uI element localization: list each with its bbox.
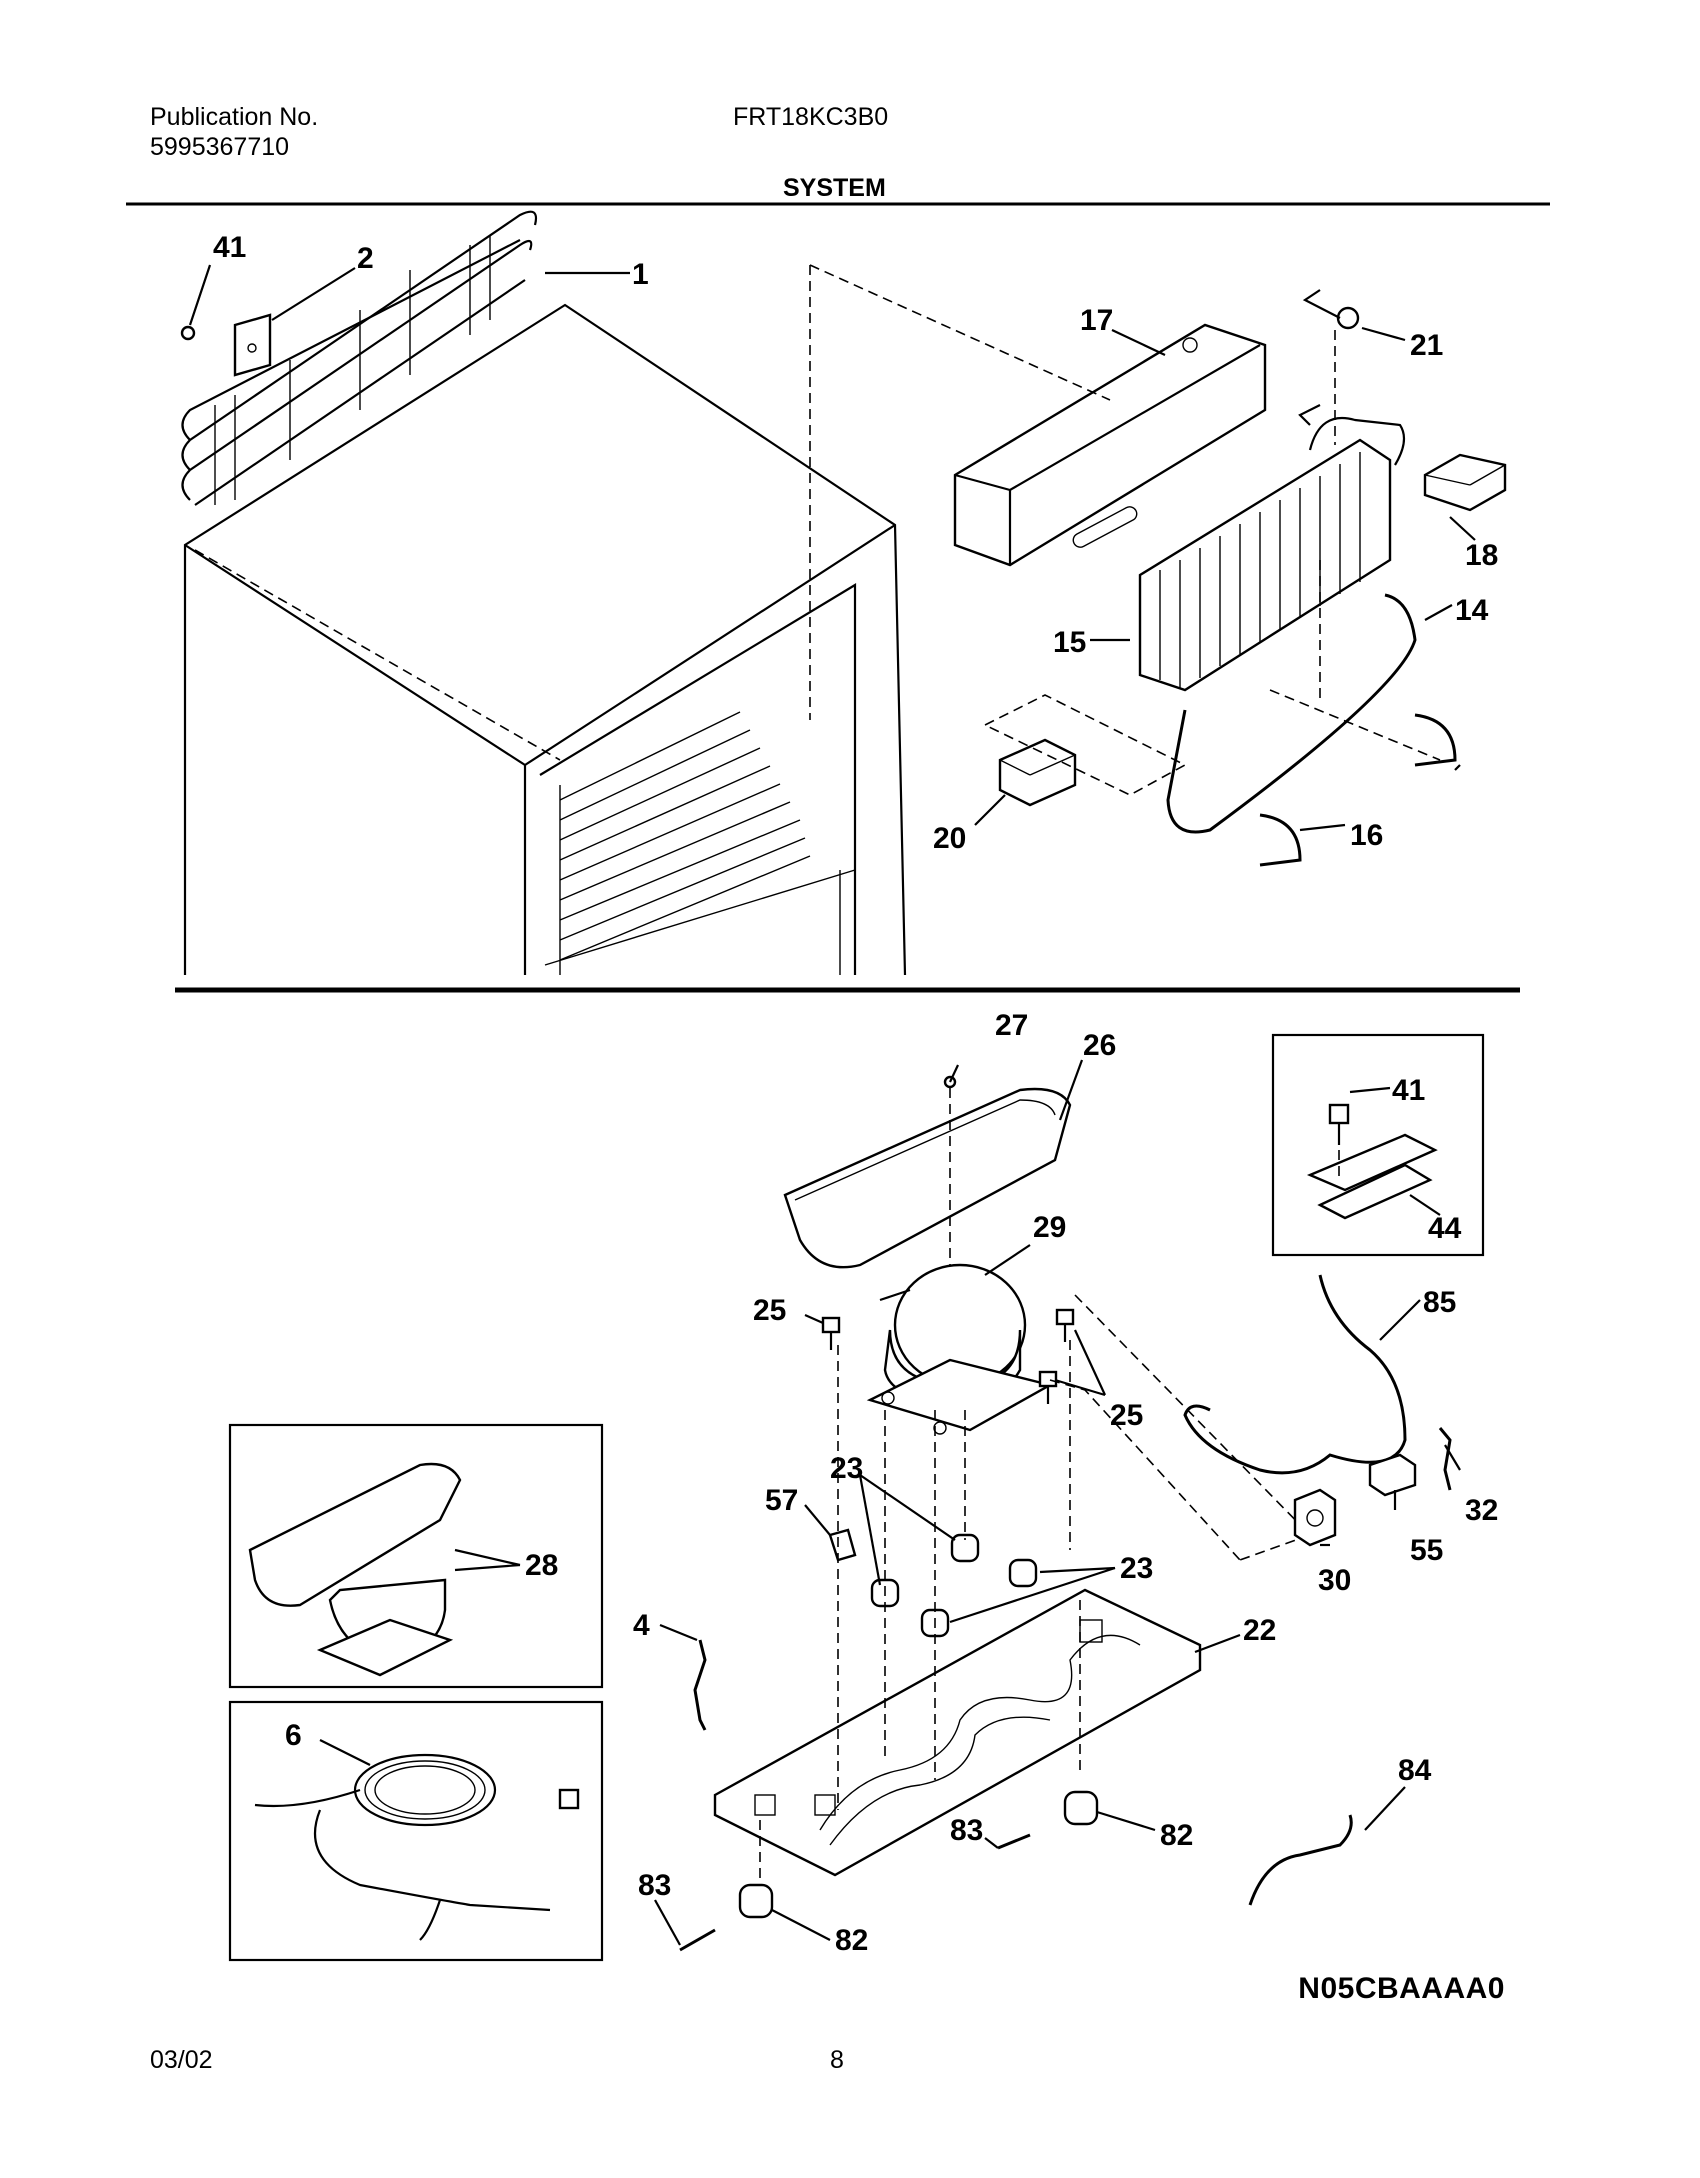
callout-25-right: 25: [1110, 1399, 1143, 1432]
tube-84: [1248, 1814, 1353, 1906]
publication-number: 5995367710: [150, 133, 290, 161]
inset-box-28: [228, 1423, 604, 1689]
callout-44: 44: [1428, 1212, 1462, 1245]
base-plate: [713, 1588, 1202, 1877]
callout-2: 2: [357, 242, 374, 275]
publication-label: Publication No.: [150, 103, 319, 131]
callout-55: 55: [1410, 1534, 1443, 1567]
callout-17: 17: [1080, 304, 1113, 337]
feet-82: [738, 1790, 1099, 1919]
callout-18: 18: [1465, 539, 1498, 572]
callout-6: 6: [285, 1719, 302, 1752]
callout-85: 85: [1423, 1286, 1456, 1319]
callout-82-left: 82: [835, 1924, 868, 1957]
screws-25: [821, 1308, 1075, 1404]
callout-83-left: 83: [638, 1869, 671, 1902]
cord-32: [1438, 1427, 1452, 1491]
part-20: [983, 694, 1187, 807]
callout-29: 29: [1033, 1211, 1066, 1244]
callout-15: 15: [1053, 626, 1086, 659]
part-21: [1302, 289, 1360, 330]
callout-21: 21: [1410, 329, 1443, 362]
drain-tray: [783, 1075, 1072, 1270]
evaporator-cover: [953, 323, 1267, 567]
callout-32: 32: [1465, 1494, 1498, 1527]
callout-1: 1: [632, 258, 649, 291]
bracket-2: [233, 313, 272, 377]
screws-83: [679, 1833, 1031, 1952]
inset-box-41-44: [1271, 1033, 1485, 1257]
callout-4: 4: [633, 1609, 650, 1642]
callout-25-left: 25: [753, 1294, 786, 1327]
callout-27: 27: [995, 1009, 1028, 1042]
callout-83-right: 83: [950, 1814, 983, 1847]
callout-57: 57: [765, 1484, 798, 1517]
page-number: 8: [830, 2046, 844, 2074]
leader-lines: [188, 264, 1476, 1946]
footer-date: 03/02: [150, 2046, 213, 2074]
tube-85: [1183, 1274, 1407, 1475]
drier-4: [693, 1639, 707, 1731]
part-18: [1423, 453, 1507, 512]
callout-23-top: 23: [830, 1452, 863, 1485]
callout-41-top: 41: [213, 231, 246, 264]
relay-55: [1368, 1453, 1417, 1497]
screw-41-top: [180, 325, 196, 341]
callout-30: 30: [1318, 1564, 1351, 1597]
diagram-code: N05CBAAAA0: [1298, 1972, 1505, 2005]
condenser-coil: [181, 210, 538, 506]
section-title: SYSTEM: [783, 174, 886, 202]
model-number: FRT18KC3B0: [733, 103, 889, 131]
cabinet-drawing: [183, 303, 907, 976]
callout-26: 26: [1083, 1029, 1116, 1062]
callout-23-right: 23: [1120, 1552, 1153, 1585]
compressor: [866, 1263, 1054, 1435]
callout-82-right: 82: [1160, 1819, 1193, 1852]
callout-22: 22: [1243, 1614, 1276, 1647]
callout-20: 20: [933, 822, 966, 855]
clips-16: [1259, 713, 1457, 867]
defrost-heater: [1166, 593, 1417, 834]
callout-84: 84: [1398, 1754, 1432, 1787]
callout-28: 28: [525, 1549, 558, 1582]
callout-14: 14: [1455, 594, 1489, 627]
inset-box-6: [228, 1700, 604, 1962]
clip-57: [828, 1528, 857, 1562]
overload-30: [1293, 1488, 1337, 1547]
callout-41-inset: 41: [1392, 1074, 1425, 1107]
callout-16: 16: [1350, 819, 1383, 852]
